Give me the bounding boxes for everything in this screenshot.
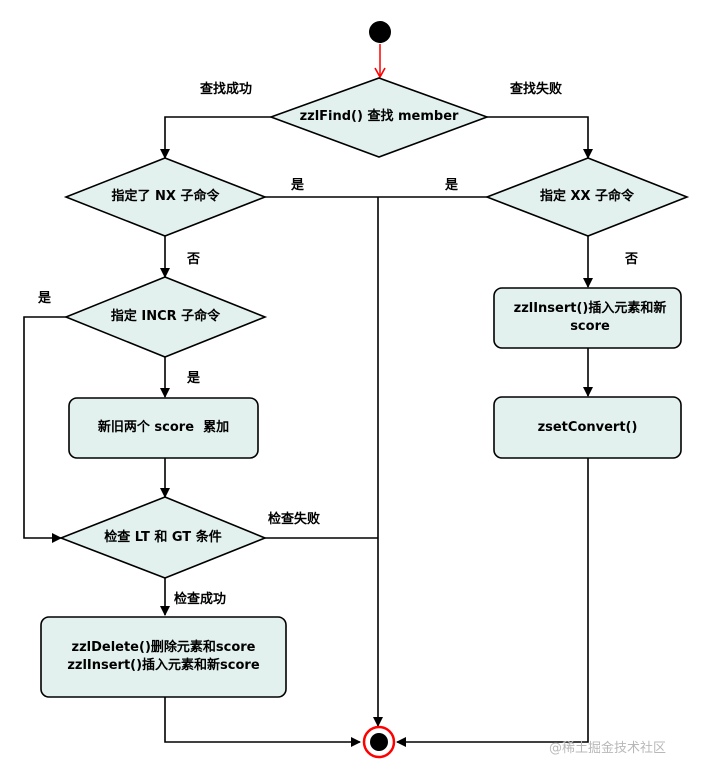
decision-check: [58, 496, 268, 579]
process-convert-label: zsetConvert(): [537, 419, 638, 435]
process-shapes: [40, 287, 682, 698]
decision-incr-label: 指定 INCR 子命令: [110, 309, 221, 324]
edge-label-find-fail: 查找失败: [510, 82, 563, 97]
process-sum-label: 新旧两个 score 累加: [97, 420, 230, 435]
process-delete-insert: [40, 616, 287, 698]
edge-find-success: [160, 116, 271, 159]
edge-label-incr-yes-down: 是: [187, 371, 201, 386]
edges: [23, 116, 593, 747]
process-sum: [68, 397, 259, 459]
edge-label-xx-yes: 是: [445, 178, 459, 193]
decision-nx: [63, 157, 268, 237]
edge-delete-to-end: [164, 697, 361, 747]
edge-label-xx-no: 否: [625, 252, 639, 267]
decision-xx: [484, 157, 690, 237]
decision-xx-label: 指定 XX 子命令: [539, 189, 635, 204]
decision-check-label: 检查 LT 和 GT 条件: [104, 530, 222, 545]
process-delete-line: zzlDelete()删除元素和score: [71, 640, 256, 655]
decision-shapes: [58, 77, 690, 579]
decision-incr: [63, 276, 268, 358]
decision-nx-label: 指定了 NX 子命令: [111, 189, 220, 204]
edge-find-fail: [487, 116, 593, 159]
decision-find-label: zzlFind() 查找 member: [299, 109, 459, 124]
edge-label-nx-yes: 是: [291, 178, 305, 193]
watermark: @稀土掘金技术社区: [549, 741, 667, 756]
process-insert-label: zzlInsert()插入元素和新score: [513, 301, 667, 334]
edge-convert-to-end: [396, 458, 589, 747]
end-node-core: [370, 733, 388, 751]
edge-incr-yes-left: [23, 316, 66, 543]
start-node: [369, 21, 391, 43]
edge-label-incr-yes-left: 是: [38, 291, 52, 306]
decision-find: [268, 77, 490, 158]
process-insert-line: zzlInsert()插入元素和新score: [67, 658, 260, 673]
process-convert: [493, 396, 682, 459]
process-insert: [493, 287, 682, 349]
edge-label-check-fail: 检查失败: [268, 512, 321, 527]
edge-label-check-success: 检查成功: [174, 592, 227, 607]
edge-label-find-success: 查找成功: [200, 82, 253, 97]
edge-label-nx-no: 否: [187, 252, 201, 267]
process-delete-insert-label: zzlDelete()删除元素和score zzlInsert()插入元素和新s…: [41, 617, 286, 697]
